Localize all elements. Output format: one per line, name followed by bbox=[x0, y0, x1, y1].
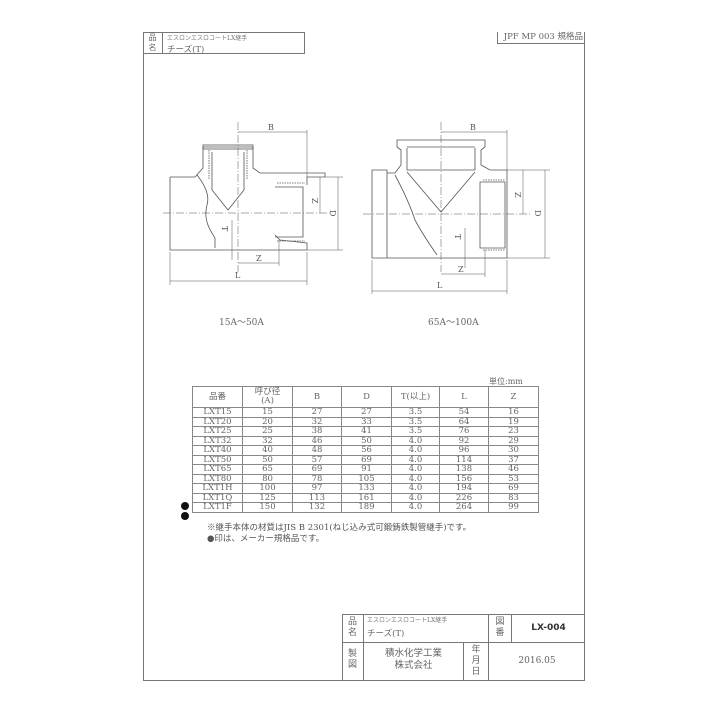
drawing-number: LX-004 bbox=[531, 623, 566, 633]
col-header-nominal-size: 呼び径(A) bbox=[242, 386, 293, 408]
svg-text:T: T bbox=[220, 226, 229, 232]
title-product: チーズ(T) bbox=[367, 629, 405, 639]
company-name: 積水化学工業株式会社 bbox=[384, 648, 442, 671]
svg-text:T: T bbox=[453, 234, 462, 240]
dim-label-B: B bbox=[268, 123, 274, 132]
svg-text:D: D bbox=[328, 210, 337, 216]
maker-label: 製図 bbox=[342, 642, 364, 681]
marker-note: ●印は、メーカー規格品です。 bbox=[207, 534, 325, 544]
svg-text:L: L bbox=[437, 281, 443, 290]
header-product-name: チーズ(T) bbox=[167, 45, 205, 55]
svg-text:Z: Z bbox=[458, 265, 464, 274]
header-label-top: 品 bbox=[148, 33, 157, 42]
material-note: ※継手本体の材質はJIS B 2301(ねじ込み式可鍛鋳鉄製管継手)です。 bbox=[207, 523, 472, 533]
title-series: エスロンエスロコートLX継手 bbox=[367, 617, 448, 624]
col-header-L: L bbox=[439, 386, 489, 408]
tee-drawing-small: B Z D T Z L bbox=[163, 122, 343, 285]
col-header-T: T(以上) bbox=[391, 386, 440, 408]
header-label-bottom: 名 bbox=[148, 43, 157, 52]
dim-label-B: B bbox=[470, 123, 476, 132]
tee-drawing-large: B Z D T Z L bbox=[363, 122, 550, 294]
maker-standard-marker bbox=[181, 502, 189, 510]
header-title-box bbox=[143, 32, 305, 54]
svg-text:Z: Z bbox=[310, 198, 319, 204]
drawing-date: 2016.05 bbox=[518, 656, 556, 666]
drawing-caption-small: 15A〜50A bbox=[219, 318, 264, 328]
drawing-no-label: 図番 bbox=[488, 614, 512, 642]
col-header-part-no: 品番 bbox=[192, 386, 243, 408]
svg-text:Z: Z bbox=[513, 192, 522, 198]
header-name-label: 品 名 bbox=[143, 32, 163, 54]
col-header-B: B bbox=[292, 386, 342, 408]
title-name-label: 品名 bbox=[342, 614, 364, 642]
col-header-Z: Z bbox=[488, 386, 539, 408]
date-label: 年月日 bbox=[463, 642, 489, 681]
standard-badge: JPF MP 003 規格品 bbox=[497, 32, 585, 44]
drawing-caption-large: 65A〜100A bbox=[428, 318, 479, 328]
unit-label: 単位:mm bbox=[489, 377, 523, 386]
header-series: エスロンエスロコートLX継手 bbox=[167, 35, 248, 42]
svg-text:D: D bbox=[533, 210, 542, 216]
svg-text:Z: Z bbox=[256, 254, 262, 263]
col-header-D: D bbox=[341, 386, 392, 408]
maker-standard-marker bbox=[181, 512, 189, 520]
table-header-row: 品番 呼び径(A) B D T(以上) L Z bbox=[192, 386, 539, 408]
svg-text:L: L bbox=[235, 271, 241, 280]
